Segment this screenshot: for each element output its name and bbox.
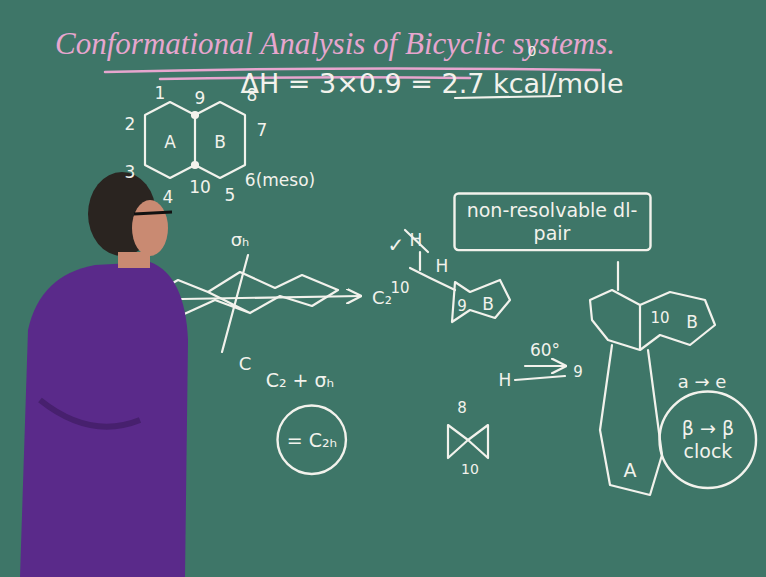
- chalk-label: 4: [163, 188, 174, 207]
- chalk-label: 60°: [530, 341, 560, 360]
- chalk-label: 2: [125, 115, 136, 134]
- chalk-label: A: [624, 460, 637, 481]
- chalk-label: σₕ: [231, 230, 250, 250]
- chalk-label: 1: [155, 84, 166, 103]
- chalk-label: H: [410, 231, 423, 250]
- chalk-label: 0: [528, 44, 537, 59]
- note-text: non-resolvable dl-pair: [465, 199, 640, 245]
- chalk-label: 9: [573, 364, 583, 381]
- chalk-label: 10: [650, 310, 669, 327]
- boxed-note: non-resolvable dl-pair: [453, 192, 652, 252]
- rotate-arrow: [525, 365, 565, 367]
- chalk-label: 9: [195, 89, 206, 108]
- chalk-label: ΔH = 3×0.9 = 2.7 kcal/mole: [240, 69, 623, 99]
- chalk-label: 8: [457, 400, 467, 417]
- chalk-label: 10: [461, 462, 479, 477]
- bond: [515, 376, 565, 380]
- chalk-label: A: [164, 133, 176, 152]
- cis-ring-a: [600, 345, 662, 495]
- chalk-label: H: [436, 257, 449, 276]
- chalk-label: 7: [257, 121, 268, 140]
- note-text: = C₂ₕ: [287, 429, 338, 452]
- bond: [419, 252, 421, 270]
- circled-note: = C₂ₕ: [276, 404, 347, 475]
- lecturer: [20, 172, 188, 577]
- circled-note: β → β clock: [658, 390, 758, 490]
- leader: [617, 262, 619, 290]
- chalk-label: 10: [189, 178, 211, 197]
- chalk-label: B: [482, 295, 494, 314]
- chalk-label: 3: [125, 163, 136, 182]
- chalk-label: C₂ + σₕ: [266, 370, 335, 391]
- chalk-label: 10: [390, 280, 409, 297]
- chalk-label: B: [686, 313, 698, 332]
- chalk-label: 9: [457, 298, 467, 315]
- chalk-label: a → e: [678, 372, 727, 392]
- sigma-plane: [222, 255, 248, 352]
- note-text: β → β clock: [673, 417, 743, 463]
- chalk-label: 6(meso): [245, 171, 315, 190]
- ring-b: [195, 102, 245, 178]
- chalk-label: 5: [225, 186, 236, 205]
- chalk-label: C: [239, 354, 252, 374]
- chalk-label: B: [214, 133, 226, 152]
- cis-ring-b: [452, 280, 510, 322]
- chalk-label: H: [499, 371, 512, 390]
- cis-ring-b2: [590, 290, 715, 350]
- chalk-label: ✓: [388, 234, 405, 256]
- bowtie: [448, 425, 488, 458]
- ring-a: [145, 102, 195, 178]
- chalk-label: C₂: [372, 288, 392, 308]
- strike: [405, 230, 428, 252]
